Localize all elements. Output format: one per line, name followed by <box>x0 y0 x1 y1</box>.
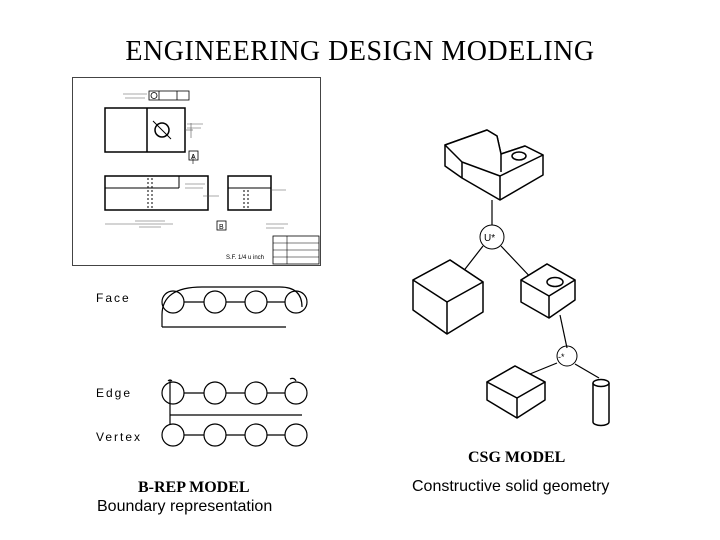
brep-model-title: B-REP MODEL <box>138 479 250 496</box>
difference-operator-label: -* <box>558 352 565 362</box>
engineering-drawing-panel: A B S.F. 1/4 u inch <box>72 77 321 266</box>
edge-row <box>161 377 308 425</box>
top-view-outline <box>104 107 186 153</box>
csg-model-subtitle: Constructive solid geometry <box>412 478 610 495</box>
union-operator-label: U* <box>484 233 495 244</box>
front-view-outline <box>104 175 209 211</box>
cylinder-primitive <box>592 378 610 427</box>
vertex-label: Vertex <box>96 430 142 444</box>
vertex-row <box>161 423 308 447</box>
datum-a-label: A <box>191 154 196 161</box>
hole-circle <box>154 122 170 138</box>
datum-a-box <box>188 150 199 161</box>
small-box-primitive <box>486 365 546 419</box>
feature-control-frame <box>148 90 190 101</box>
face-row <box>161 286 308 328</box>
face-label: Face <box>96 291 131 305</box>
csg-model-title: CSG MODEL <box>468 449 566 466</box>
scale-note: S.F. 1/4 u inch <box>226 255 264 261</box>
union-operator-node: U* <box>479 224 505 250</box>
edge-label: Edge <box>96 386 132 400</box>
engineering-drawing: A B S.F. 1/4 u inch <box>104 90 320 265</box>
holed-box-solid <box>520 263 576 319</box>
hole-leader <box>152 120 172 140</box>
datum-b-box <box>216 220 227 231</box>
side-view-outline <box>227 175 272 211</box>
datum-b-label: B <box>219 224 224 231</box>
difference-operator-node: -* <box>556 345 578 367</box>
result-solid <box>444 129 544 201</box>
brep-diagram: Face Edge Vertex <box>96 286 308 447</box>
brep-model-subtitle: Boundary representation <box>97 498 273 515</box>
box-primitive <box>412 259 484 335</box>
csg-tree-diagram: U* -* <box>412 129 610 427</box>
page-title: ENGINEERING DESIGN MODELING <box>125 36 595 67</box>
